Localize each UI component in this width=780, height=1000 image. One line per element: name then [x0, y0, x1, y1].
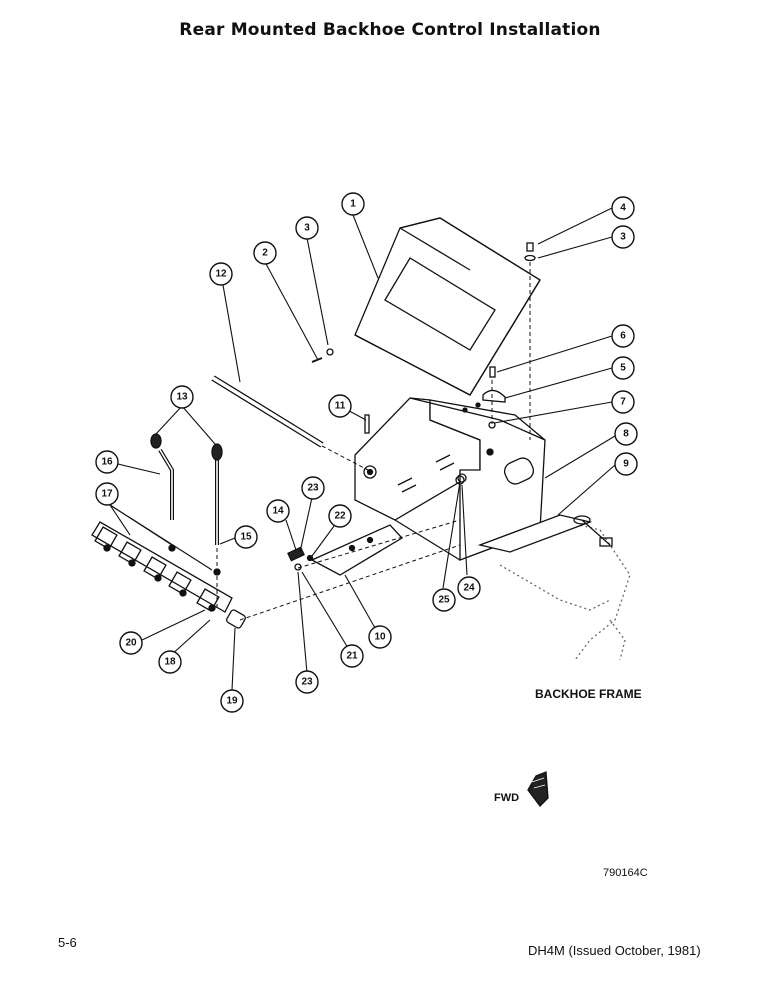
leader-lines: [109, 207, 616, 691]
svg-text:13: 13: [176, 392, 188, 403]
svg-text:10: 10: [374, 632, 386, 643]
bracket-plate: [310, 524, 404, 576]
svg-text:7: 7: [620, 397, 626, 408]
callout-1: 1: [341, 192, 365, 216]
drawing-number: 790164C: [603, 867, 648, 879]
svg-text:3: 3: [304, 223, 310, 234]
callout-4: 4: [611, 196, 635, 220]
svg-text:15: 15: [240, 532, 252, 543]
svg-text:9: 9: [623, 459, 629, 470]
callout-3: 3: [295, 216, 319, 240]
callout-7: 7: [611, 390, 635, 414]
page-title: Rear Mounted Backhoe Control Installatio…: [179, 20, 601, 40]
svg-text:5: 5: [620, 363, 626, 374]
callout-9: 9: [614, 452, 638, 476]
callout-11: 11: [328, 394, 352, 418]
svg-text:16: 16: [101, 457, 113, 468]
control-valve-bank: [91, 521, 246, 629]
callout-25: 25: [432, 588, 456, 612]
control-cover: [354, 217, 541, 396]
svg-text:6: 6: [620, 331, 626, 342]
callout-21: 21: [340, 644, 364, 668]
callout-14: 14: [266, 499, 290, 523]
callout-23b: 23: [295, 670, 319, 694]
callout-12: 12: [209, 262, 233, 286]
frame-plate: [477, 514, 593, 553]
callout-5: 5: [611, 356, 635, 380]
svg-text:21: 21: [346, 651, 358, 662]
svg-text:8: 8: [623, 429, 629, 440]
svg-text:24: 24: [463, 583, 475, 594]
page-number: 5-6: [58, 935, 77, 950]
svg-text:25: 25: [438, 595, 450, 606]
svg-text:2: 2: [262, 248, 268, 259]
svg-text:20: 20: [125, 638, 137, 649]
callout-3b: 3: [611, 225, 635, 249]
callout-10: 10: [368, 625, 392, 649]
callout-24: 24: [457, 576, 481, 600]
callout-6: 6: [611, 324, 635, 348]
callout-13: 13: [170, 385, 194, 409]
svg-text:3: 3: [620, 232, 626, 243]
callout-2: 2: [253, 241, 277, 265]
svg-text:12: 12: [215, 269, 227, 280]
svg-text:23: 23: [307, 483, 319, 494]
control-box: [354, 397, 546, 561]
svg-text:4: 4: [620, 203, 626, 214]
frame-tube: [573, 515, 591, 525]
callout-22: 22: [328, 504, 352, 528]
callout-20: 20: [119, 631, 143, 655]
backhoe-frame-label: BACKHOE FRAME: [535, 687, 642, 701]
callout-16: 16: [95, 450, 119, 474]
svg-text:18: 18: [164, 657, 176, 668]
svg-text:1: 1: [350, 199, 356, 210]
svg-text:23: 23: [301, 677, 313, 688]
callout-15: 15: [234, 525, 258, 549]
callouts: 1 2 3 4 3 6 5 7 8 9 11 12 13 16 17 15 14…: [95, 192, 638, 713]
svg-text:22: 22: [334, 511, 346, 522]
callout-18: 18: [158, 650, 182, 674]
callout-23: 23: [301, 476, 325, 500]
callout-8: 8: [614, 422, 638, 446]
callout-19: 19: [220, 689, 244, 713]
svg-text:11: 11: [335, 401, 346, 412]
fwd-label: FWD: [494, 792, 520, 804]
document-reference: DH4M (Issued October, 1981): [528, 943, 701, 958]
svg-text:14: 14: [272, 506, 284, 517]
callout-17: 17: [95, 482, 119, 506]
svg-text:17: 17: [101, 489, 113, 500]
fwd-arrow-icon: [527, 771, 549, 807]
svg-text:19: 19: [226, 696, 238, 707]
backhoe-frame: [479, 519, 631, 661]
